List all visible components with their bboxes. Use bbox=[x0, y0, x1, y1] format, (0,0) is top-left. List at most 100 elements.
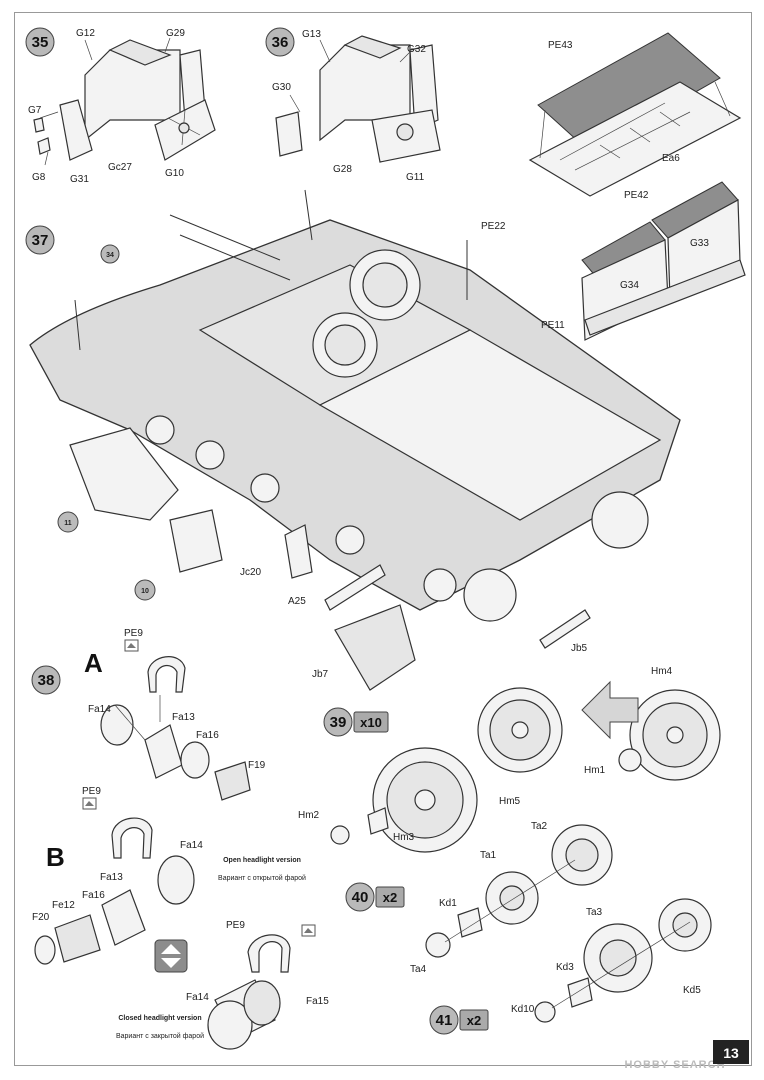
swap-arrows-icon bbox=[154, 939, 188, 973]
step-38: 38 A PE9 Fa14 Fa13 Fa16 F19 B bbox=[31, 628, 329, 1050]
part-shape bbox=[409, 44, 439, 131]
stowage-box-10 bbox=[169, 509, 223, 573]
headlight-body bbox=[54, 914, 101, 963]
variant-letter: B bbox=[46, 842, 65, 872]
part-shape bbox=[33, 117, 45, 133]
part-label: Kd3 bbox=[556, 962, 574, 973]
part-shape bbox=[108, 39, 172, 66]
axle-part bbox=[567, 977, 593, 1008]
clamp-band bbox=[147, 656, 186, 693]
part-label: Fa15 bbox=[306, 996, 329, 1007]
part-label: G11 bbox=[406, 172, 425, 183]
page-frame bbox=[14, 12, 752, 1066]
step-35: 35 G12 G29 G7 G8 G31 Gc27 G10 bbox=[25, 27, 216, 185]
photo-etch-icon bbox=[82, 797, 97, 810]
step-number: 36 bbox=[272, 34, 289, 51]
part-label: G30 bbox=[272, 82, 291, 93]
part-label: G8 bbox=[32, 172, 46, 183]
mudguard-part bbox=[334, 604, 416, 691]
part-label: Gc27 bbox=[108, 162, 132, 173]
step-number: 40 bbox=[352, 889, 369, 906]
multiplier: x10 bbox=[360, 715, 382, 730]
multiplier: x2 bbox=[383, 890, 397, 905]
part-label: Fa14 bbox=[88, 704, 111, 715]
part-label: Fa14 bbox=[180, 840, 203, 851]
stowage-box-11 bbox=[69, 427, 179, 521]
headlight-rim bbox=[243, 980, 281, 1026]
part-shape bbox=[343, 35, 402, 59]
step-40: 40 x2 Ta2 Ta1 Kd1 Ta4 bbox=[345, 821, 613, 975]
step-badge bbox=[345, 882, 375, 912]
step-badge bbox=[25, 27, 55, 57]
part-label: Fa16 bbox=[196, 730, 219, 741]
headlight-bracket bbox=[214, 761, 251, 801]
part-label: G13 bbox=[302, 29, 321, 40]
hub-cap bbox=[618, 748, 642, 772]
part-label: Ea6 bbox=[662, 153, 680, 164]
part-label: PE43 bbox=[548, 40, 573, 51]
hull-deck bbox=[318, 329, 662, 521]
part-label: Ta3 bbox=[586, 907, 603, 918]
stowage-frame bbox=[584, 259, 746, 336]
part-label: G10 bbox=[165, 168, 184, 179]
step-36: 36 G13 G32 G30 G28 G11 bbox=[265, 27, 441, 183]
hub-cap bbox=[534, 1001, 556, 1023]
part-label: Hm3 bbox=[393, 832, 415, 843]
part-label: 34 bbox=[106, 252, 114, 259]
part-label: Fa16 bbox=[82, 890, 105, 901]
part-label: Fa14 bbox=[186, 992, 209, 1003]
headlight-cover bbox=[207, 1000, 253, 1050]
note-open-en: Open headlight version bbox=[223, 857, 301, 864]
part-label: 10 bbox=[141, 588, 149, 595]
photo-etch-icon bbox=[124, 639, 139, 652]
part-label: A25 bbox=[288, 596, 306, 607]
step-number: 41 bbox=[436, 1012, 453, 1029]
step-badge bbox=[323, 707, 353, 737]
part-label: Kd1 bbox=[439, 898, 457, 909]
part-label: G34 bbox=[620, 280, 639, 291]
step-badge bbox=[31, 665, 61, 695]
axle-part bbox=[367, 807, 389, 835]
part-label: PE9 bbox=[124, 628, 143, 639]
part-label: Fa13 bbox=[100, 872, 123, 883]
part-label: Hm5 bbox=[499, 796, 521, 807]
photo-etch-lid bbox=[537, 32, 721, 153]
part-label: PE11 bbox=[541, 320, 565, 331]
step-39: 39 x10 Hm4 Hm1 Hm5 Hm2 Hm3 bbox=[298, 666, 721, 853]
part-shape bbox=[324, 564, 386, 611]
headlight-body bbox=[101, 889, 146, 946]
direction-arrow-icon bbox=[581, 680, 639, 740]
multiplier-badge bbox=[459, 1009, 489, 1031]
multiplier-badge bbox=[353, 711, 389, 733]
part-label: Hm4 bbox=[651, 666, 673, 677]
part-label: F19 bbox=[248, 760, 266, 771]
part-shape bbox=[59, 99, 93, 161]
part-shape bbox=[37, 137, 51, 155]
part-label: PE22 bbox=[481, 221, 506, 232]
headlight-rim bbox=[180, 741, 210, 779]
part-label: G32 bbox=[407, 44, 426, 55]
part-label: G12 bbox=[76, 28, 95, 39]
part-label: Kd5 bbox=[683, 985, 701, 996]
note-closed-ru: Вариант с закрытой фарой bbox=[116, 1032, 204, 1040]
part-label: PE9 bbox=[82, 786, 101, 797]
part-shape bbox=[284, 524, 313, 579]
part-label: Kd10 bbox=[511, 1004, 535, 1015]
step-badge bbox=[429, 1005, 459, 1035]
part-label: Jc20 bbox=[240, 567, 262, 578]
stowage-frame bbox=[528, 81, 742, 197]
step-41: 41 x2 Ta3 Kd3 Kd10 Kd5 bbox=[429, 898, 712, 1035]
part-label: 11 bbox=[64, 520, 72, 527]
step-37: 37 bbox=[25, 32, 746, 691]
variant-letter: A bbox=[84, 648, 103, 678]
part-shape bbox=[539, 609, 591, 649]
part-label: Hm1 bbox=[584, 765, 606, 776]
part-label: Jb7 bbox=[312, 669, 329, 680]
headlight-body bbox=[144, 724, 183, 779]
page-number: 13 bbox=[723, 1045, 739, 1061]
part-label: PE42 bbox=[624, 190, 649, 201]
multiplier: x2 bbox=[467, 1013, 481, 1028]
part-label: F20 bbox=[32, 912, 50, 923]
